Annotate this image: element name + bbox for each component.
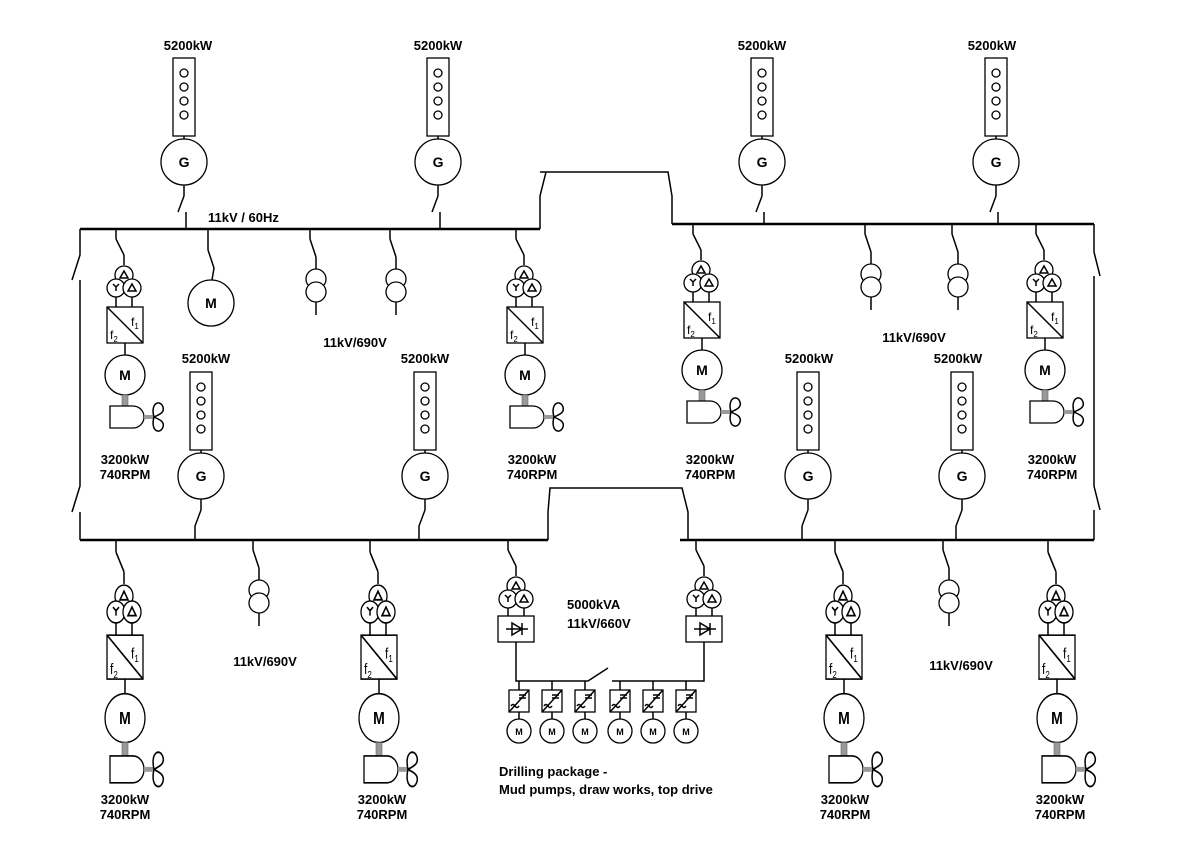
- middle-generators: 5200kW 5200kW 5200kW 5200kW: [177, 351, 986, 540]
- lv-transformer-label-2: 11kV/690V: [882, 330, 946, 345]
- thruster-7: 3200kW 740RPM: [820, 539, 884, 822]
- thruster-7-speed: 740RPM: [820, 807, 871, 822]
- top-bus-loads: 3200kW 740RPM 3200kW 740RPM 3200kW 740RP…: [100, 223, 1085, 482]
- bus-voltage-label: 11kV / 60Hz: [208, 210, 279, 225]
- generator-2-rating: 5200kW: [414, 38, 463, 53]
- generator-5: 5200kW: [177, 351, 231, 540]
- generator-5-rating: 5200kW: [182, 351, 231, 366]
- dol-motor: M: [187, 229, 235, 327]
- drilling-drive-6: [673, 689, 699, 744]
- thruster-5-power: 3200kW: [101, 792, 150, 807]
- thruster-3: 3200kW 740RPM: [681, 223, 742, 482]
- thruster-4: 3200kW 740RPM: [1024, 223, 1085, 482]
- thruster-7-power: 3200kW: [821, 792, 870, 807]
- thruster-6-power: 3200kW: [358, 792, 407, 807]
- lv-transformer-4: [947, 223, 969, 311]
- generator-7-rating: 5200kW: [785, 351, 834, 366]
- drilling-drive-3: [572, 689, 598, 744]
- bus-tie-bottom: [547, 487, 689, 540]
- lv-transformer-label-1: 11kV/690V: [323, 335, 387, 350]
- generator-1: 5200kW: [160, 38, 213, 229]
- drilling-drive-4: [607, 689, 633, 744]
- generator-3-rating: 5200kW: [738, 38, 787, 53]
- thruster-2-speed: 740RPM: [507, 467, 558, 482]
- drilling-drive-5: [640, 689, 666, 744]
- drilling-transformer-voltage: 11kV/660V: [567, 616, 631, 631]
- dol-motor-symbol: M: [205, 295, 217, 311]
- bottom-bus-loads: 3200kW 740RPM 3200kW 740RPM 3200kW 740RP…: [100, 539, 1097, 822]
- generator-6: 5200kW: [401, 351, 450, 540]
- drilling-transformer-left: [497, 539, 535, 653]
- generator-3: 5200kW: [738, 38, 787, 224]
- generator-2: 5200kW: [414, 38, 463, 229]
- thruster-4-speed: 740RPM: [1027, 467, 1078, 482]
- bus-bars: [71, 171, 1101, 542]
- thruster-1: 3200kW 740RPM: [100, 228, 165, 482]
- generator-4-rating: 5200kW: [968, 38, 1017, 53]
- drilling-package-title: Drilling package -: [499, 764, 607, 779]
- lv-transformer-5: [248, 539, 270, 627]
- lv-transformer-2: [385, 228, 407, 316]
- top-generators: 5200kW 5200kW 5200kW 5200kW: [160, 38, 1020, 229]
- bus-tie-top: [539, 171, 673, 229]
- lv-transformer-label-4: 11kV/690V: [929, 658, 993, 673]
- generator-4: 5200kW: [968, 38, 1020, 224]
- generator-7: 5200kW: [784, 351, 834, 540]
- drilling-transformer-right: [685, 539, 723, 653]
- ring-right: [1093, 224, 1101, 540]
- thruster-3-power: 3200kW: [686, 452, 735, 467]
- thruster-8: 3200kW 740RPM: [1035, 539, 1097, 822]
- thruster-2-power: 3200kW: [508, 452, 557, 467]
- drilling-drive-2: [539, 689, 565, 744]
- generator-8: 5200kW: [934, 351, 986, 540]
- thruster-8-speed: 740RPM: [1035, 807, 1086, 822]
- thruster-6: 3200kW 740RPM: [357, 539, 419, 822]
- drilling-dc-bus: [515, 652, 705, 690]
- lv-transformer-label-3: 11kV/690V: [233, 654, 297, 669]
- drilling-drives: [506, 689, 699, 744]
- thruster-1-speed: 740RPM: [100, 467, 151, 482]
- thruster-5: 3200kW 740RPM: [100, 539, 165, 822]
- lv-transformer-6: [938, 539, 960, 627]
- thruster-3-speed: 740RPM: [685, 467, 736, 482]
- drilling-package-description: Mud pumps, draw works, top drive: [499, 782, 713, 797]
- generator-1-rating: 5200kW: [164, 38, 213, 53]
- thruster-1-power: 3200kW: [101, 452, 150, 467]
- thruster-5-speed: 740RPM: [100, 807, 151, 822]
- thruster-4-power: 3200kW: [1028, 452, 1077, 467]
- generator-6-rating: 5200kW: [401, 351, 450, 366]
- thruster-6-speed: 740RPM: [357, 807, 408, 822]
- lv-transformer-1: [305, 228, 327, 316]
- ring-left: [71, 229, 81, 540]
- drilling-drive-1: [506, 689, 532, 744]
- generator-8-rating: 5200kW: [934, 351, 983, 366]
- drilling-transformer-rating: 5000kVA: [567, 597, 621, 612]
- lv-transformer-3: [860, 223, 882, 311]
- thruster-8-power: 3200kW: [1036, 792, 1085, 807]
- thruster-2: 3200kW 740RPM: [504, 228, 565, 482]
